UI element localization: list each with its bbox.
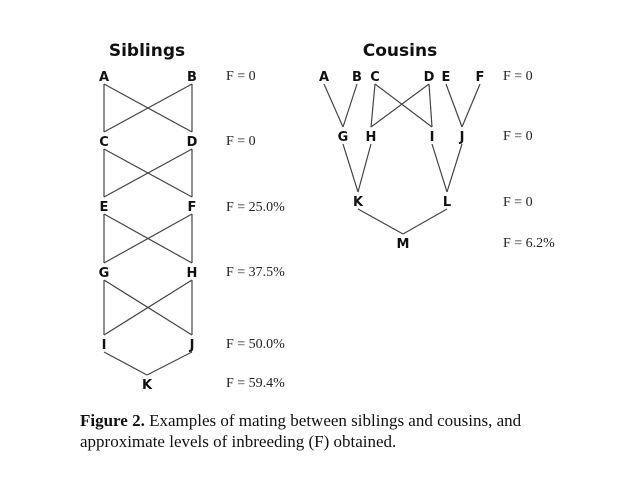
cousins-edge-h-k xyxy=(357,143,372,193)
siblings-node-e: E xyxy=(100,200,109,215)
cousins-edge-c-h xyxy=(370,83,376,128)
cousins-f-value-1: F = 0 xyxy=(503,69,533,84)
cousins-node-f: F xyxy=(476,70,485,85)
siblings-node-k: K xyxy=(142,378,153,393)
siblings-node-c: C xyxy=(99,135,109,150)
cousins-node-g: G xyxy=(338,130,349,145)
figure-caption: Figure 2. Examples of mating between sib… xyxy=(80,410,600,452)
siblings-f-value-5: F = 50.0% xyxy=(226,337,285,352)
cousins-edge-l-m xyxy=(402,208,448,235)
cousins-node-e: E xyxy=(442,70,451,85)
cousins-edge-b-g xyxy=(342,83,358,128)
cousins-edge-d-i xyxy=(428,83,433,128)
caption-label: Figure 2. xyxy=(80,411,145,430)
cousins-node-l: L xyxy=(443,195,451,210)
siblings-node-b: B xyxy=(187,70,197,85)
siblings-edge-j-k xyxy=(146,351,193,376)
siblings-edge-f-g xyxy=(103,213,193,264)
siblings-f-value-2: F = 0 xyxy=(226,134,256,149)
siblings-f-value-6: F = 59.4% xyxy=(226,376,285,391)
cousins-edge-k-m xyxy=(357,208,404,235)
cousins-edge-j-l xyxy=(446,143,463,193)
siblings-node-d: D xyxy=(187,135,198,150)
cousins-f-value-2: F = 0 xyxy=(503,129,533,144)
cousins-f-value-3: F = 0 xyxy=(503,195,533,210)
cousins-node-k: K xyxy=(353,195,364,210)
siblings-node-a: A xyxy=(99,70,109,85)
cousins-node-m: M xyxy=(397,237,410,252)
cousins-node-i: I xyxy=(430,130,435,145)
siblings-title: Siblings xyxy=(109,41,185,61)
siblings-f-value-3: F = 25.0% xyxy=(226,200,285,215)
cousins-edge-f-j xyxy=(461,83,481,128)
siblings-f-value-1: F = 0 xyxy=(226,69,256,84)
siblings-edge-b-c xyxy=(103,83,193,133)
siblings-edge-d-e xyxy=(103,148,193,198)
siblings-edge-h-i xyxy=(103,279,193,336)
siblings-f-value-4: F = 37.5% xyxy=(226,265,285,280)
siblings-node-g: G xyxy=(99,266,110,281)
cousins-edge-e-j xyxy=(445,83,463,128)
cousins-edge-g-k xyxy=(342,143,359,193)
cousins-node-h: H xyxy=(366,130,377,145)
cousins-title: Cousins xyxy=(363,41,437,61)
cousins-f-value-4: F = 6.2% xyxy=(503,236,555,251)
pedigree-diagram: Siblings Cousins F = 0 F = 0 F = 25.0% F… xyxy=(99,41,556,393)
cousins-node-b: B xyxy=(352,70,362,85)
siblings-node-h: H xyxy=(187,266,198,281)
siblings-node-i: I xyxy=(102,338,107,353)
siblings-edge-i-k xyxy=(103,351,148,376)
cousins-edge-c-i xyxy=(374,83,433,128)
cousins-node-c: C xyxy=(370,70,380,85)
cousins-node-j: J xyxy=(459,130,465,145)
edges-layer xyxy=(103,83,481,376)
siblings-node-f: F xyxy=(188,200,197,215)
cousins-edge-d-h xyxy=(370,83,430,128)
siblings-node-j: J xyxy=(189,338,195,353)
labels-layer: Siblings Cousins F = 0 F = 0 F = 25.0% F… xyxy=(99,41,556,393)
cousins-node-d: D xyxy=(424,70,435,85)
cousins-node-a: A xyxy=(319,70,329,85)
cousins-edge-a-g xyxy=(323,83,344,128)
caption-text: Examples of mating between siblings and … xyxy=(80,411,522,451)
cousins-edge-i-l xyxy=(431,143,448,193)
